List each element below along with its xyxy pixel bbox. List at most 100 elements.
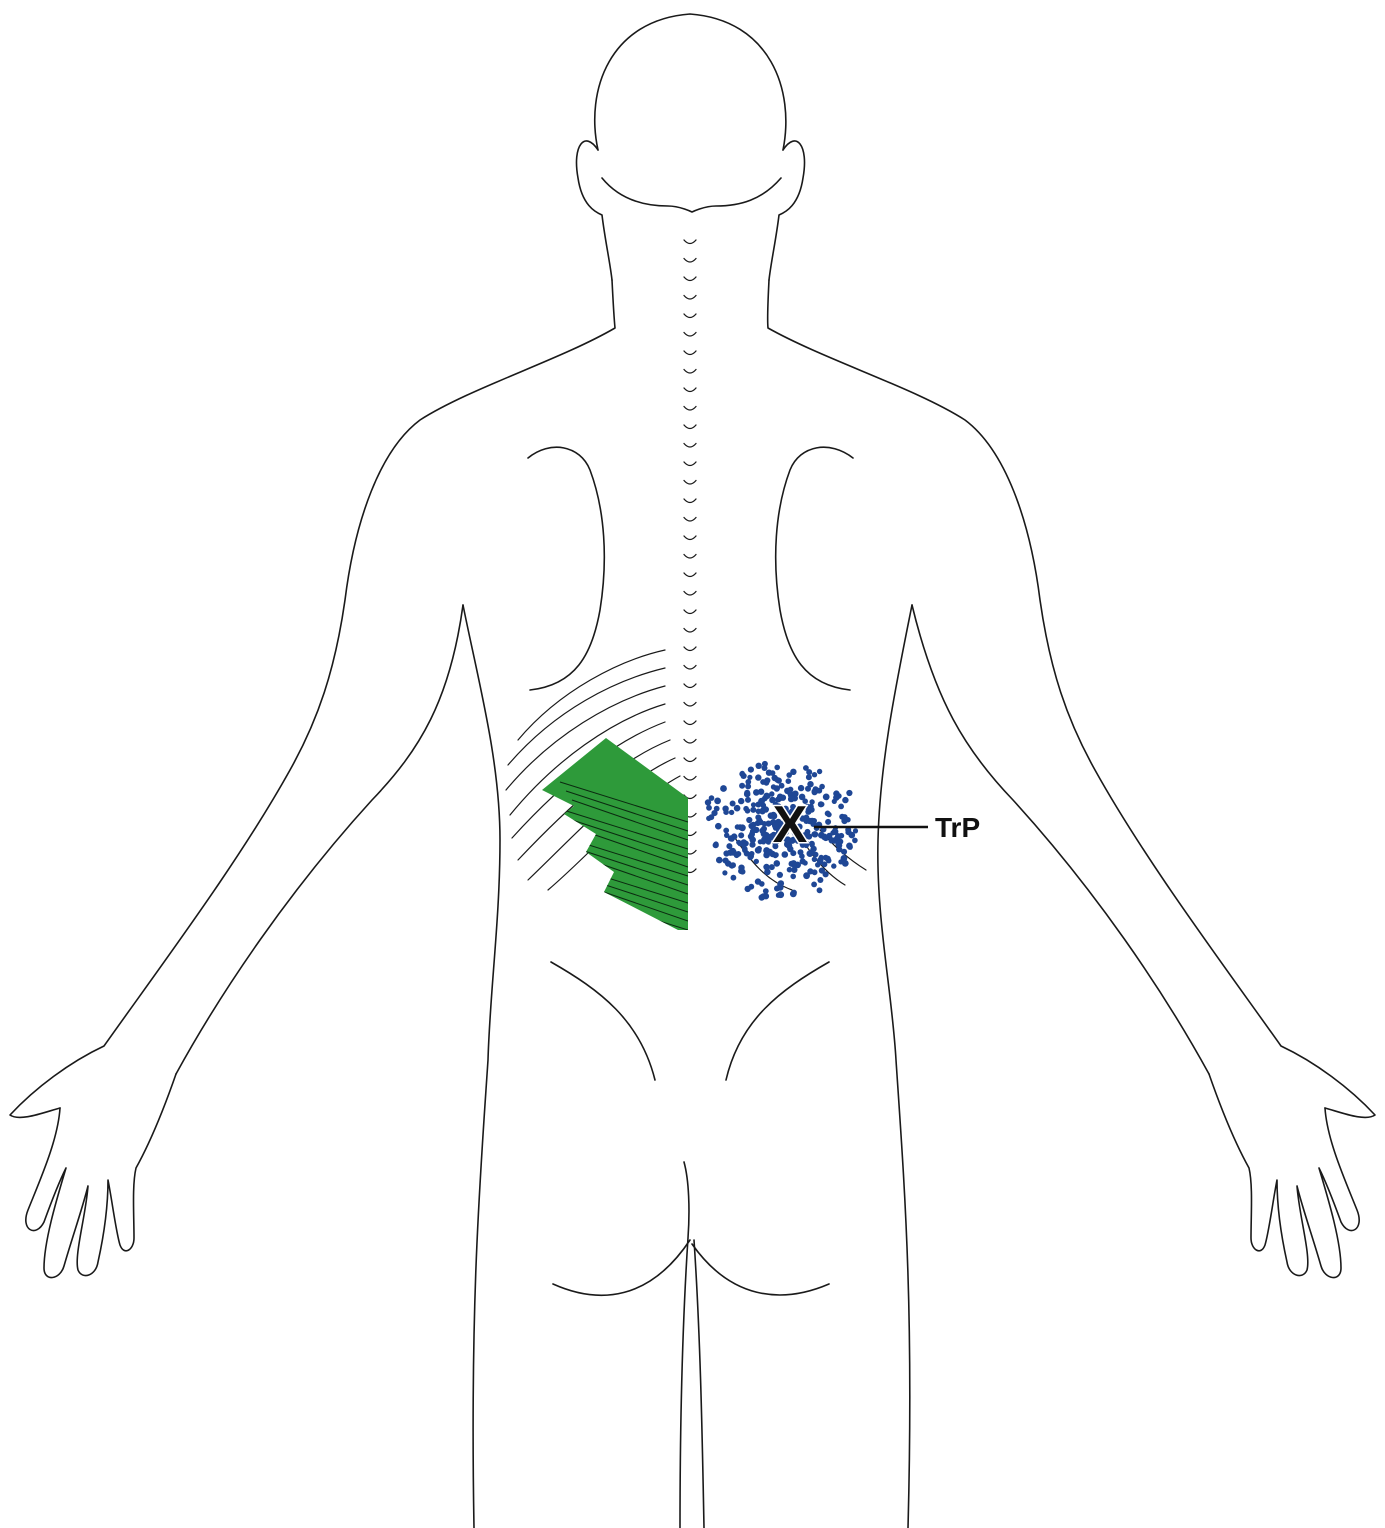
pain-dot <box>741 844 746 849</box>
pain-dot <box>774 886 780 892</box>
vertebra-mark <box>684 777 696 781</box>
pain-dot <box>812 857 817 862</box>
pain-dot <box>745 808 751 814</box>
pain-dot <box>723 858 729 864</box>
head <box>576 14 804 280</box>
pain-dot <box>811 882 817 888</box>
trigger-point-label: TrP <box>935 812 980 843</box>
pain-dot <box>806 769 812 775</box>
pain-dot <box>748 767 754 773</box>
pain-dot <box>825 819 831 825</box>
pain-dot <box>811 831 817 837</box>
pain-dot <box>730 862 736 868</box>
pain-dot <box>738 832 744 838</box>
pain-dot <box>823 794 830 801</box>
pain-dot <box>833 794 839 800</box>
pain-dot <box>714 806 720 812</box>
pain-dot <box>819 868 825 874</box>
pain-dot <box>774 765 780 771</box>
pain-dot <box>817 887 823 893</box>
vertebra-mark <box>684 740 696 744</box>
pain-dot <box>745 783 751 789</box>
vertebra-mark <box>684 259 696 263</box>
pain-dot <box>790 860 796 866</box>
vertebra-mark <box>684 277 696 281</box>
pain-dot <box>749 851 754 856</box>
pain-dot <box>766 850 772 856</box>
pain-dot <box>754 859 759 864</box>
pain-dot <box>716 857 723 864</box>
pain-dot <box>739 783 745 789</box>
pain-dot <box>738 798 744 804</box>
pain-dot <box>831 863 836 868</box>
pain-dot <box>853 828 858 833</box>
pain-dot <box>777 891 784 898</box>
pain-dot <box>760 827 765 832</box>
pain-dot <box>755 774 761 780</box>
pain-dot <box>726 843 732 849</box>
pain-dot <box>740 869 746 875</box>
pain-dot <box>842 797 848 803</box>
vertebra-mark <box>684 462 696 466</box>
pain-dot <box>774 860 781 867</box>
pain-dot <box>846 843 853 850</box>
pain-dot <box>730 801 736 807</box>
pain-dot <box>842 860 849 867</box>
pain-dot <box>705 799 711 805</box>
pain-dot <box>723 809 729 815</box>
pain-dot <box>815 862 820 867</box>
pain-dot <box>775 777 781 783</box>
pain-dot <box>835 833 842 840</box>
vertebra-mark <box>684 314 696 318</box>
quadratus-lumborum-muscle <box>542 738 688 957</box>
pain-dot <box>769 864 775 870</box>
vertebra-mark <box>684 518 696 522</box>
pain-dot <box>763 888 769 894</box>
vertebra-mark <box>684 240 696 244</box>
pain-dot <box>817 877 823 883</box>
pain-dot <box>852 838 858 844</box>
pain-dot <box>755 802 761 808</box>
vertebra-mark <box>684 481 696 485</box>
pain-dot <box>800 858 806 864</box>
vertebra-mark <box>684 555 696 559</box>
pain-dot <box>825 811 831 817</box>
pain-dot <box>734 805 741 812</box>
vertebra-mark <box>684 647 696 651</box>
pain-dot <box>760 809 766 815</box>
pain-dot <box>731 875 737 881</box>
pain-dot <box>807 818 813 824</box>
vertebra-mark <box>684 592 696 596</box>
pain-dot <box>750 807 756 813</box>
pain-dot <box>830 830 835 835</box>
pain-dot <box>729 810 734 815</box>
pain-dot <box>817 769 822 774</box>
pain-dot <box>745 886 751 892</box>
vertebra-mark <box>684 610 696 614</box>
pain-dot <box>723 850 729 856</box>
body-outline <box>10 280 1375 1528</box>
pain-dot <box>756 763 762 769</box>
pain-dot <box>812 772 817 777</box>
pain-dot <box>816 788 822 794</box>
pain-dot <box>842 814 848 820</box>
pain-dot <box>786 778 792 784</box>
pain-dot <box>822 861 828 867</box>
vertebra-mark <box>684 721 696 725</box>
pain-dot <box>823 855 829 861</box>
pain-dot <box>762 765 768 771</box>
vertebra-mark <box>684 499 696 503</box>
pain-dot <box>713 842 719 848</box>
vertebra-mark <box>684 388 696 392</box>
vertebra-mark <box>684 351 696 355</box>
pain-dot <box>779 783 785 789</box>
vertebra-mark <box>684 573 696 577</box>
pain-dot <box>757 819 763 825</box>
pain-dot <box>722 870 727 875</box>
vertebra-mark <box>684 536 696 540</box>
trigger-point-x-mark: X <box>773 796 808 854</box>
pain-dot <box>706 805 712 811</box>
pain-dot <box>846 790 852 796</box>
pain-dot <box>819 802 824 807</box>
pain-dot <box>728 835 734 841</box>
